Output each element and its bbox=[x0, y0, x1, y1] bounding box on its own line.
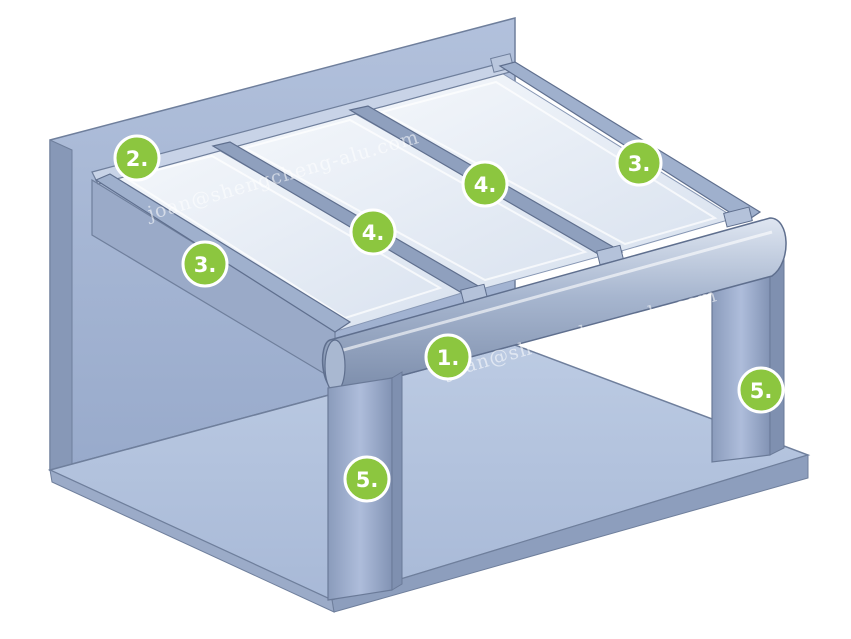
callout-badge-4-left: 4. bbox=[349, 208, 397, 256]
callout-badge-1: 1. bbox=[424, 333, 472, 381]
callout-badge-2: 2. bbox=[113, 134, 161, 182]
callout-label-2: 2. bbox=[126, 147, 149, 171]
floor-slab bbox=[47, 344, 811, 613]
callout-badge-3-right: 3. bbox=[615, 139, 663, 187]
callout-label-5-left: 5. bbox=[356, 468, 379, 492]
callout-label-4-right: 4. bbox=[474, 173, 497, 197]
callout-label-4-left: 4. bbox=[362, 221, 385, 245]
callout-badge-4-right: 4. bbox=[461, 160, 509, 208]
callout-label-3-right: 3. bbox=[628, 152, 651, 176]
callout-label-1: 1. bbox=[437, 346, 460, 370]
roof-glass bbox=[106, 71, 737, 331]
callout-badge-3-left: 3. bbox=[181, 240, 229, 288]
callout-badge-5-left: 5. bbox=[343, 455, 391, 503]
callout-label-3-left: 3. bbox=[194, 253, 217, 277]
callout-label-5-right: 5. bbox=[750, 379, 773, 403]
callout-badge-5-right: 5. bbox=[737, 366, 785, 414]
